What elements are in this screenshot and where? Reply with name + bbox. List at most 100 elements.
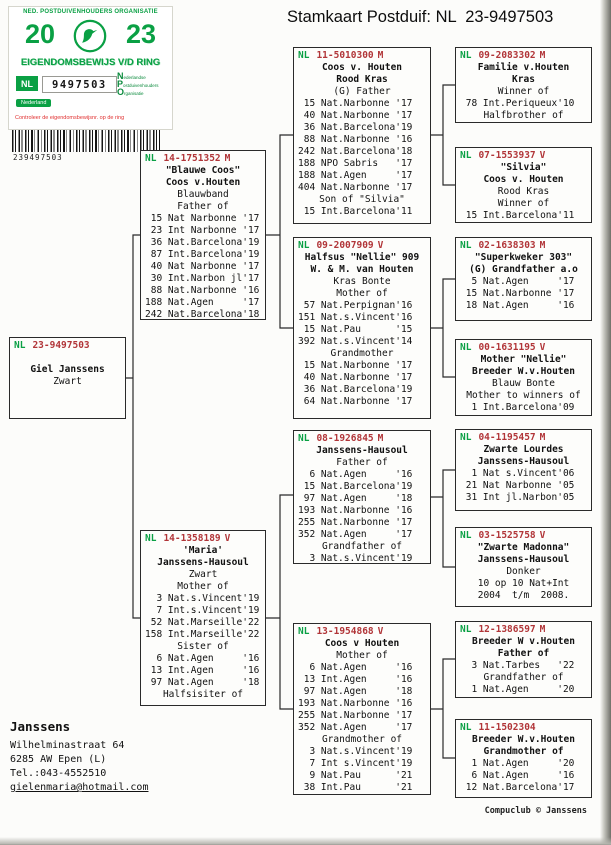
scan-edge-right <box>600 0 611 845</box>
ring-number: 07-1553937 <box>478 150 536 161</box>
pedigree-line: 30 Int.Narbon jl'17 <box>145 273 260 284</box>
sex-code: M <box>377 50 384 61</box>
pedigree-line: 23 Int Narbonne '17 <box>145 225 260 236</box>
pedigree-line: 64 Nat.Narbonne '17 <box>298 396 413 407</box>
pedigree-line: "Silvia" <box>500 162 547 173</box>
country-code: NL <box>460 722 472 733</box>
sex-code: M <box>539 50 546 61</box>
ring-number: 04-1195457 <box>478 432 536 443</box>
nederland-tag: Nederland <box>16 99 52 107</box>
country-code: NL <box>298 626 310 637</box>
pedigree-line: 18 Nat.Agen '16 <box>460 300 575 311</box>
pedigree-line: Father of <box>497 648 550 659</box>
pedigree-line: 31 Int jl.Narbon'05 <box>460 492 575 503</box>
pedigree-line: 88 Nat.Narbonne '16 <box>145 285 260 296</box>
pedigree-line: 'Maria' <box>182 545 224 556</box>
ring-number: 14-1358189 <box>163 533 221 544</box>
pedigree-line: Blauwband <box>177 189 229 200</box>
pedigree-line: (G) Grandfather a.o <box>469 264 578 275</box>
pedigree-line: 193 Nat.Narbonne '16 <box>298 505 413 516</box>
pedigree-line: 36 Nat.Barcelona'19 <box>298 122 413 133</box>
pedigree-line: Kras Bonte <box>333 276 391 287</box>
pedigree-line: Zwart <box>53 376 82 387</box>
pedigree-line: 87 Int.Barcelona'19 <box>145 249 260 260</box>
pedigree-line: 3 Nat.s.Vincent'19 <box>145 593 260 604</box>
npo-crest-icon <box>72 18 108 54</box>
owner-email: gielenmaria@hotmail.com <box>10 782 149 793</box>
pedigree-line: (G) Father <box>333 86 391 97</box>
country-code: NL <box>460 50 472 61</box>
pedigree-line: Janssens-Hausoul <box>477 554 570 565</box>
pedigree-line: Janssens-Hausoul <box>316 445 408 456</box>
compuclub-credit: Compuclub © Janssens <box>484 806 587 816</box>
year-right: 23 <box>125 19 156 49</box>
pedigree-line: 1 Nat.Agen '20 <box>460 758 575 769</box>
npo-word: Postduivenhouders <box>117 79 159 89</box>
ring-number: 08-1926845 <box>316 433 374 444</box>
pedigree-line: Winner of <box>497 198 550 209</box>
pedigree-line: 352 Nat.Agen '17 <box>298 529 413 540</box>
pedigree-line: 3 Nat.Tarbes '22 <box>460 660 575 671</box>
pedigree-line: 255 Nat.Narbonne '17 <box>298 517 413 528</box>
pedigree-line: Janssens-Hausoul <box>477 456 570 467</box>
sex-code: M <box>224 153 231 164</box>
barcode-number: 239497503 <box>13 153 63 162</box>
ring-number: 02-1638303 <box>478 240 536 251</box>
pedigree-line: Father of <box>177 201 229 212</box>
owner-city: 6285 AW Epen (L) <box>10 754 107 765</box>
pedigree-line: Rood Kras <box>336 74 388 85</box>
sex-code: M <box>539 624 546 635</box>
pedigree-line: Halfsisiter of <box>162 689 244 700</box>
ring-number: 03-1525758 <box>478 530 536 541</box>
pedigree-line: Grandmother of <box>483 746 564 757</box>
pedigree-line: Grandmother of <box>321 734 403 745</box>
pedigree-line: Rood Kras <box>497 186 550 197</box>
pedigree-line: Halfbrother of <box>483 110 564 121</box>
country-code-badge: NL <box>16 76 38 91</box>
pedigree-line: 97 Nat.Agen '18 <box>298 493 413 504</box>
country-code: NL <box>460 342 472 353</box>
ring-number: 09-2007909 <box>316 240 374 251</box>
ring-number: 23-9497503 <box>32 340 90 351</box>
pedigree-line: 57 Nat.Perpignan'16 <box>298 300 413 311</box>
pedigree-line: Winner of <box>497 86 550 97</box>
ring-number: 11-5010300 <box>316 50 374 61</box>
owner-address-block: Janssens Wilhelminastraat 64 6285 AW Epe… <box>10 719 148 795</box>
ring-number: 09-2083302 <box>478 50 536 61</box>
pedigree-line: 7 Int s.Vincent'19 <box>298 758 413 769</box>
certificate-warning-text: Controleer de eigendomsbewijsnr. op de r… <box>15 115 125 121</box>
pedigree-line: 1 Nat s.Vincent'06 <box>460 468 575 479</box>
pedigree-line: Janssens-Hausoul <box>157 557 249 568</box>
pedigree-line: 38 Int.Pau '21 <box>298 782 413 793</box>
ring-number: 12-1386597 <box>478 624 536 635</box>
certificate-title: EIGENDOMSBEWIJS V/D RING <box>20 57 161 68</box>
pedigree-line: 2004 t/m 2008. <box>477 590 570 601</box>
pedigree-line: 5 Nat.Agen '17 <box>460 276 575 287</box>
pedigree-line: Sister of <box>177 641 229 652</box>
pedigree-line: 15 Nat.Narbonne '17 <box>298 98 413 109</box>
pedigree-line: 52 Nat.Marseille'22 <box>145 617 260 628</box>
pedigree-line: 13 Int.Agen '16 <box>145 665 260 676</box>
country-code: NL <box>460 432 472 443</box>
pedigree-line: Father of <box>336 457 388 468</box>
pedigree-line: Grandfather of <box>483 672 564 683</box>
country-code: NL <box>145 533 157 544</box>
